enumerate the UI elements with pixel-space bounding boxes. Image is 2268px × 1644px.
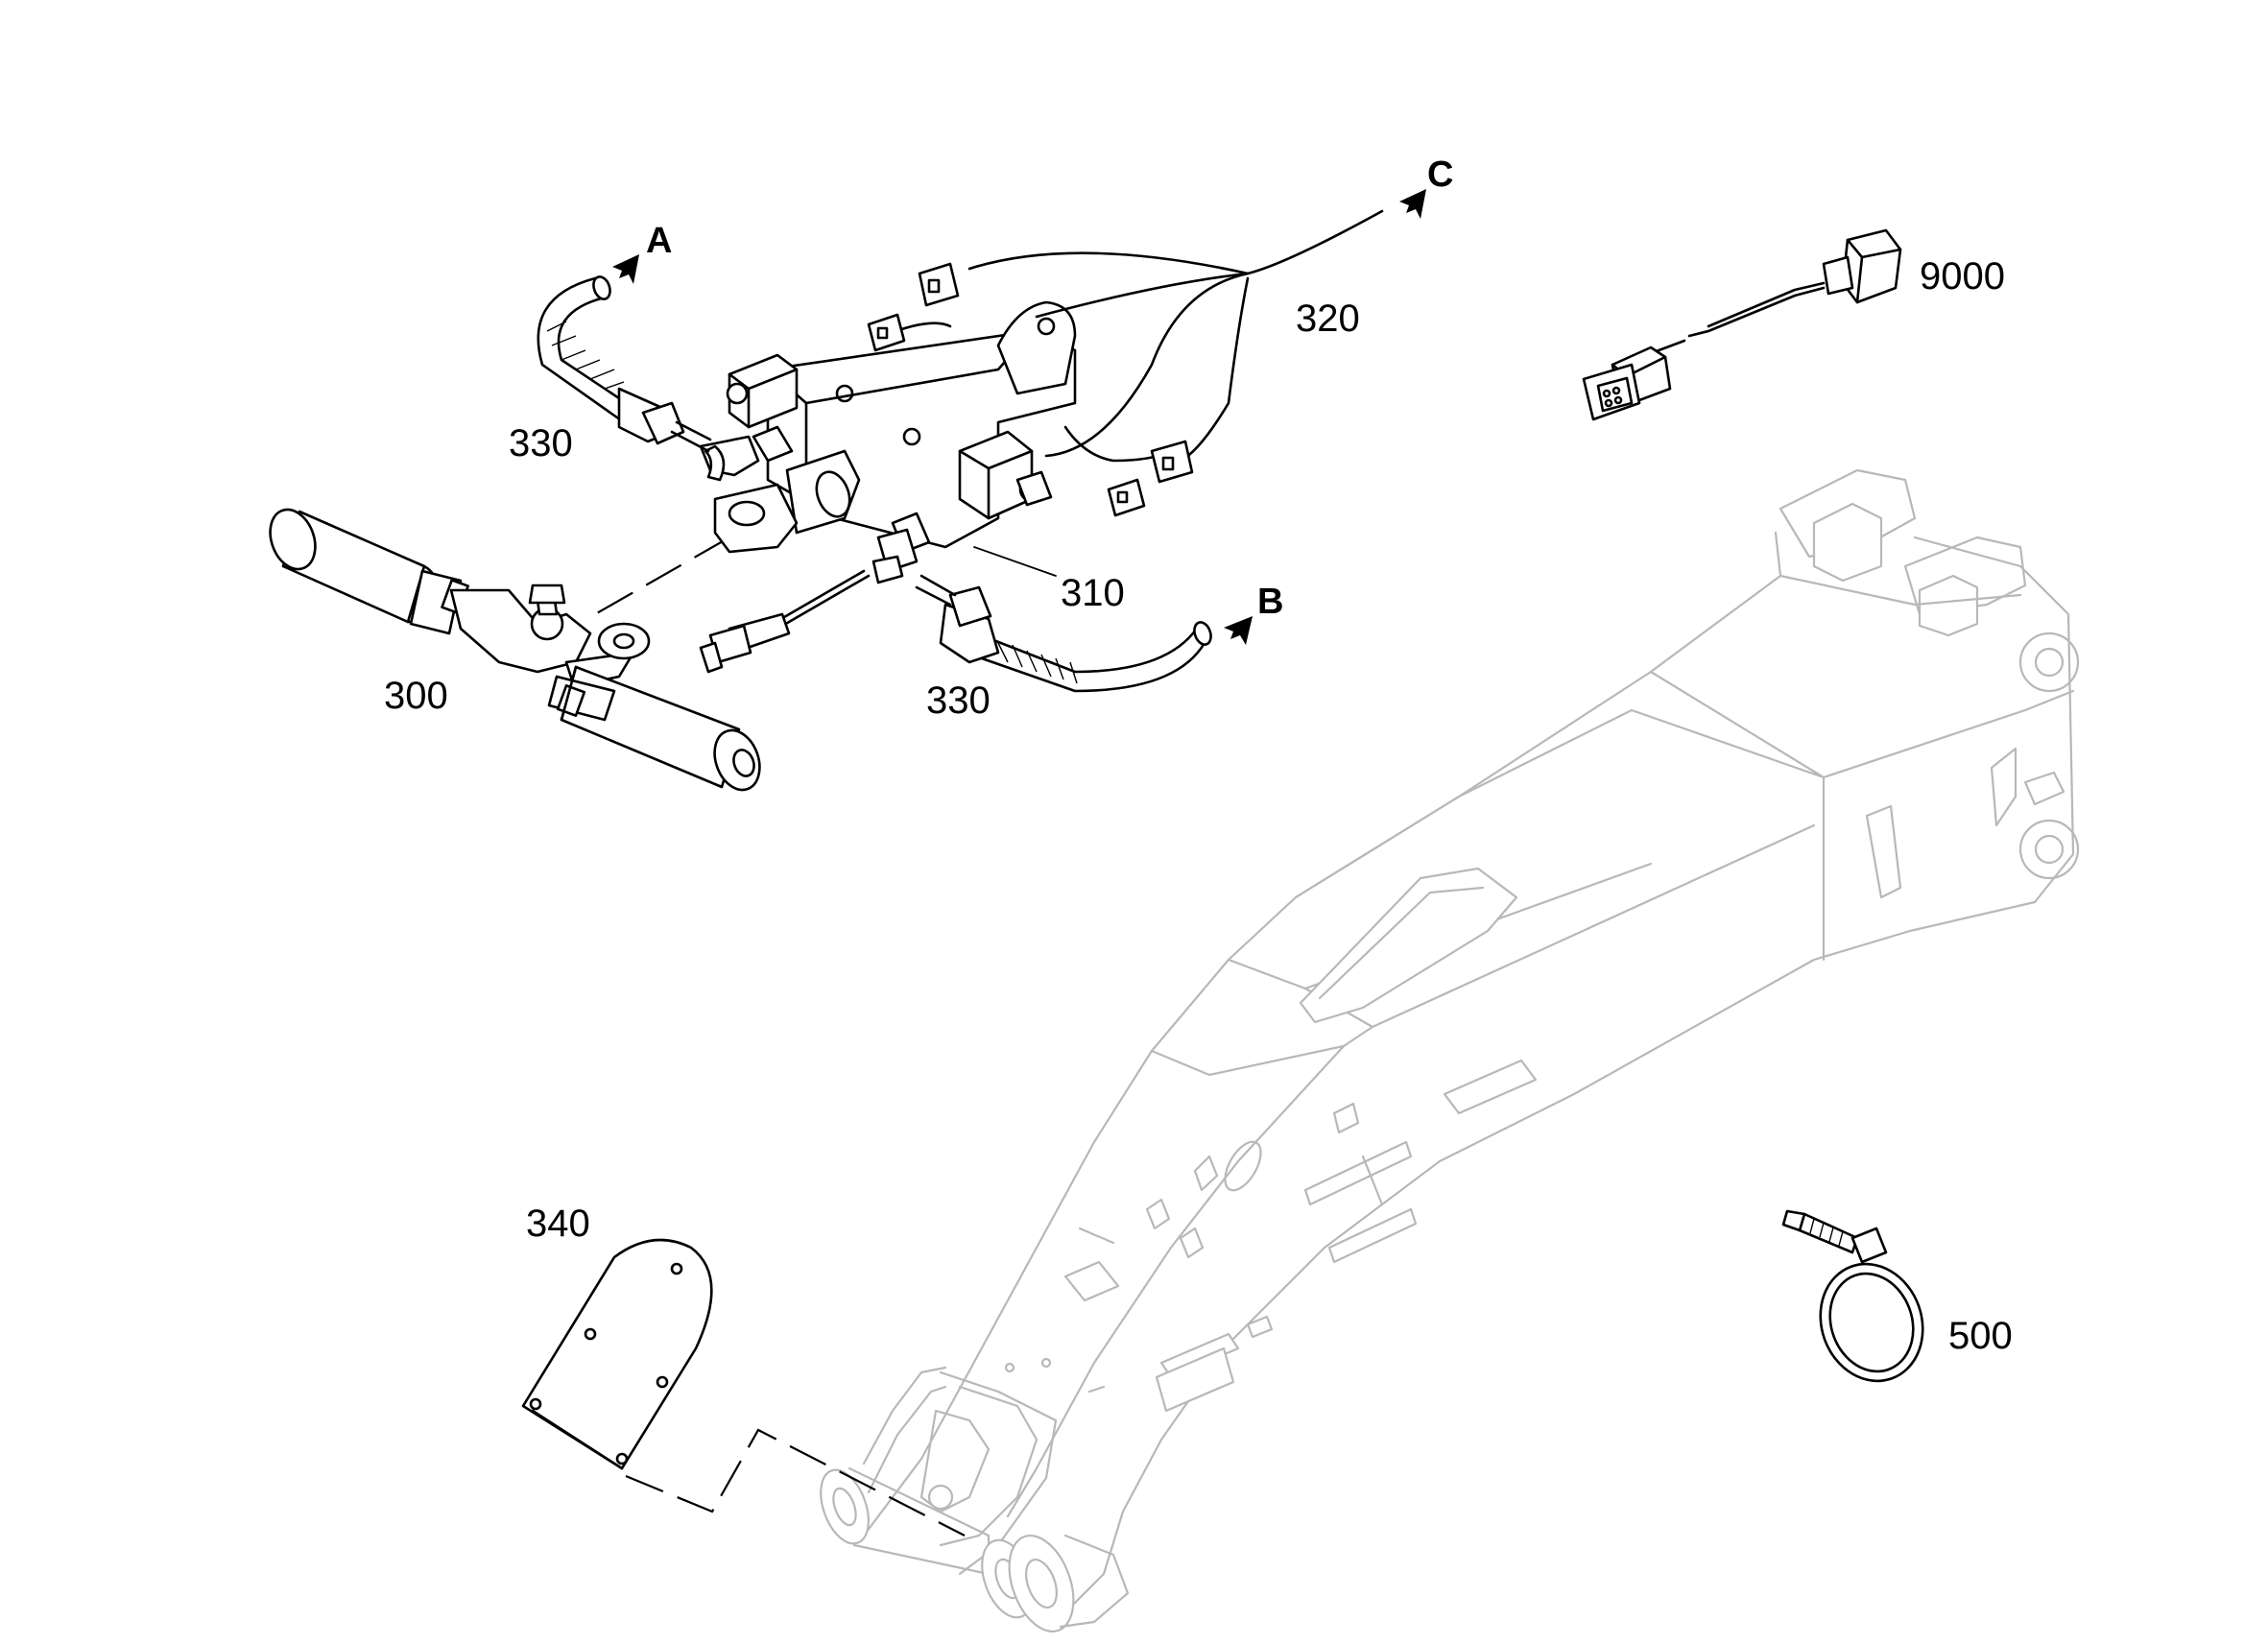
- wiring-harness-icon: [867, 209, 1384, 517]
- leader-line-300: [594, 536, 730, 615]
- leader-line-310: [973, 546, 1057, 577]
- leader-line-340: [625, 1428, 966, 1537]
- marker-label-C: C: [1427, 155, 1454, 195]
- marker-label-B: B: [1257, 582, 1284, 622]
- valve-block-icon: [699, 300, 1077, 674]
- marker-label-A: A: [646, 221, 673, 261]
- arrow-icon-B: [1224, 616, 1253, 645]
- arrow-icon-A: [612, 254, 639, 284]
- accumulator-cylinder-icon: [269, 508, 761, 792]
- connector-cable-icon: [1582, 228, 1902, 421]
- part-label-330-lower: 330: [926, 679, 991, 722]
- cover-plate-icon: [521, 1238, 713, 1470]
- boom-arm-icon: [820, 468, 2080, 1633]
- part-label-320: 320: [1296, 298, 1360, 340]
- cable-tie-icon: [1781, 1209, 1924, 1383]
- part-label-300: 300: [384, 675, 448, 717]
- part-label-500: 500: [1948, 1315, 2013, 1357]
- hydraulic-hose-icon: [537, 275, 1212, 693]
- part-label-9000: 9000: [1920, 255, 2005, 298]
- part-label-340: 340: [526, 1203, 590, 1245]
- part-label-330-upper: 330: [509, 422, 573, 465]
- arrow-icon-C: [1399, 189, 1426, 219]
- part-label-310: 310: [1061, 572, 1125, 614]
